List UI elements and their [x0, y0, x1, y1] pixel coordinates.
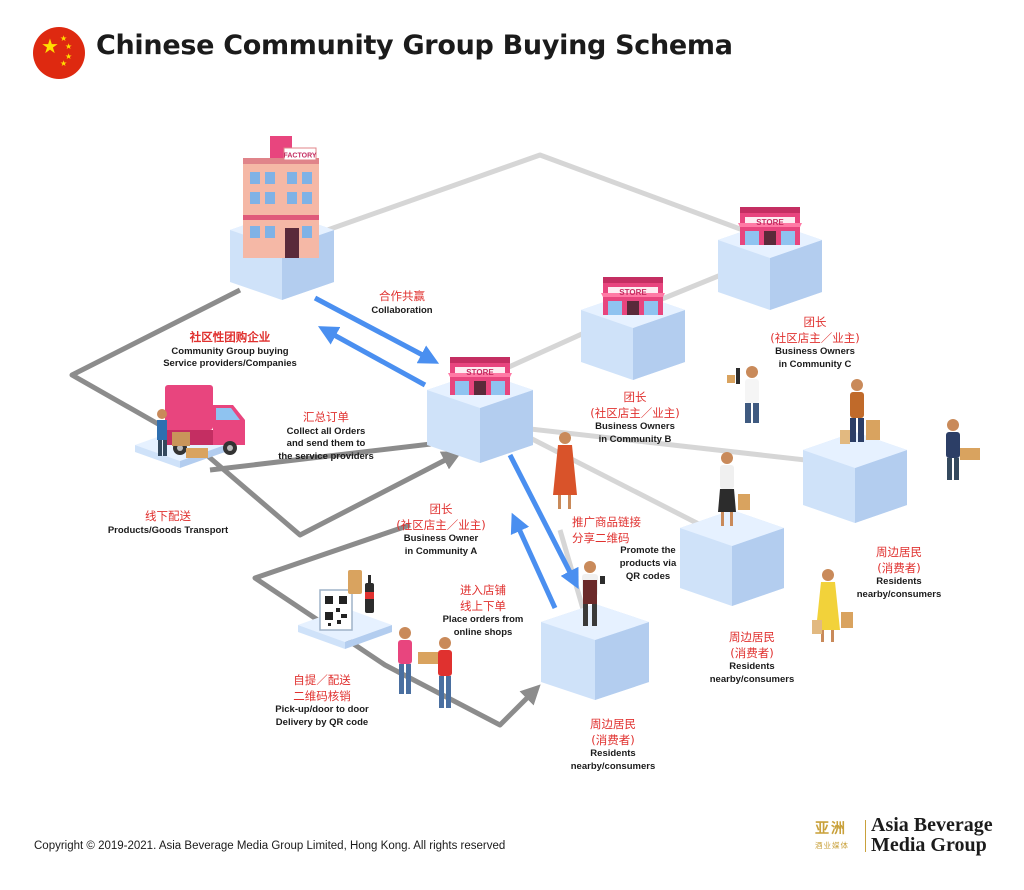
logo-line1: Asia Beverage [871, 814, 993, 836]
person-woman-pink-icon [398, 627, 412, 694]
network-line [284, 152, 771, 248]
wine-bottle-icon [365, 575, 374, 613]
person-woman-shopping-icon [718, 452, 750, 526]
store-building-c: STORE [738, 207, 802, 245]
collaboration-arrow-to-factory [317, 326, 427, 388]
label-residents-mid: 周边居民 (消费者) Residents nearby/consumers [709, 630, 795, 685]
store-sign: STORE [756, 218, 784, 227]
qr-code-stand [319, 570, 374, 631]
store-sign: STORE [619, 288, 647, 297]
collaboration-arrow-to-store [313, 295, 440, 364]
person-woman-yellow-dress-icon [812, 569, 853, 642]
store-sign: STORE [466, 368, 494, 377]
label-place-orders: 进入店铺 线上下单 Place orders from online shops [442, 583, 524, 638]
person-woman-red-dress-icon [553, 432, 577, 509]
label-promote: 推广商品链接 分享二维码 [572, 515, 641, 545]
label-collaboration: 合作共赢 Collaboration [371, 289, 433, 316]
promote-arrow [507, 453, 579, 590]
network-line [494, 422, 851, 468]
label-collect-orders: 汇总订单 Collect all Orders and send them to… [278, 410, 374, 463]
store-building-b: STORE [601, 277, 665, 315]
label-promote-en: Promote the products via QR codes [619, 545, 677, 582]
logo-cn-line1: 亚洲 [815, 821, 847, 837]
page-title: Chinese Community Group Buying Schema [96, 30, 733, 61]
copyright-text: Copyright © 2019-2021. Asia Beverage Med… [34, 840, 506, 852]
tile-resident-right [803, 432, 907, 523]
delivery-flow-arrow [69, 287, 463, 538]
person-man-with-bags-icon [840, 379, 880, 444]
person-shop-owner-icon [582, 561, 605, 626]
label-transport: 线下配送 Products/Goods Transport [107, 509, 229, 536]
factory-sign: FACTORY [283, 153, 316, 160]
label-owner-a: 团长 (社区店主／业主) Business Owner in Community… [396, 502, 486, 557]
china-flag-icon: ★ ★ ★ ★ ★ [33, 27, 85, 79]
pickup-flow-arrow [252, 522, 541, 728]
driver-person-icon [157, 409, 167, 456]
network-line [493, 417, 732, 543]
label-service-providers: 社区性团购企业 Community Group buying Service p… [163, 330, 297, 370]
tile-resident-mid [680, 510, 784, 606]
store-building-a: STORE [448, 357, 512, 395]
label-residents-center: 周边居民 (消费者) Residents nearby/consumers [570, 717, 656, 772]
label-owner-c: 团长 (社区店主／业主) Business Owners in Communit… [770, 315, 860, 370]
factory-building: FACTORY [243, 136, 319, 258]
person-courier-icon [418, 637, 452, 708]
delivery-truck-icon [157, 385, 245, 458]
label-owner-b: 团长 (社区店主／业主) Business Owners in Communit… [590, 390, 680, 445]
person-man-with-bottle-icon [727, 366, 759, 423]
logo-divider [865, 820, 866, 852]
order-arrow [510, 512, 558, 610]
logo-line2: Media Group [871, 834, 987, 856]
label-pickup: 自提／配送 二维码核销 Pick-up/door to door Deliver… [275, 673, 369, 728]
label-residents-right: 周边居民 (消费者) Residents nearby/consumers [856, 545, 942, 600]
logo-cn-line2: 酒业媒体 [815, 841, 849, 850]
collect-orders-arrow [209, 431, 473, 473]
person-man-with-crate-icon [946, 419, 980, 480]
blue-flows [313, 295, 579, 610]
